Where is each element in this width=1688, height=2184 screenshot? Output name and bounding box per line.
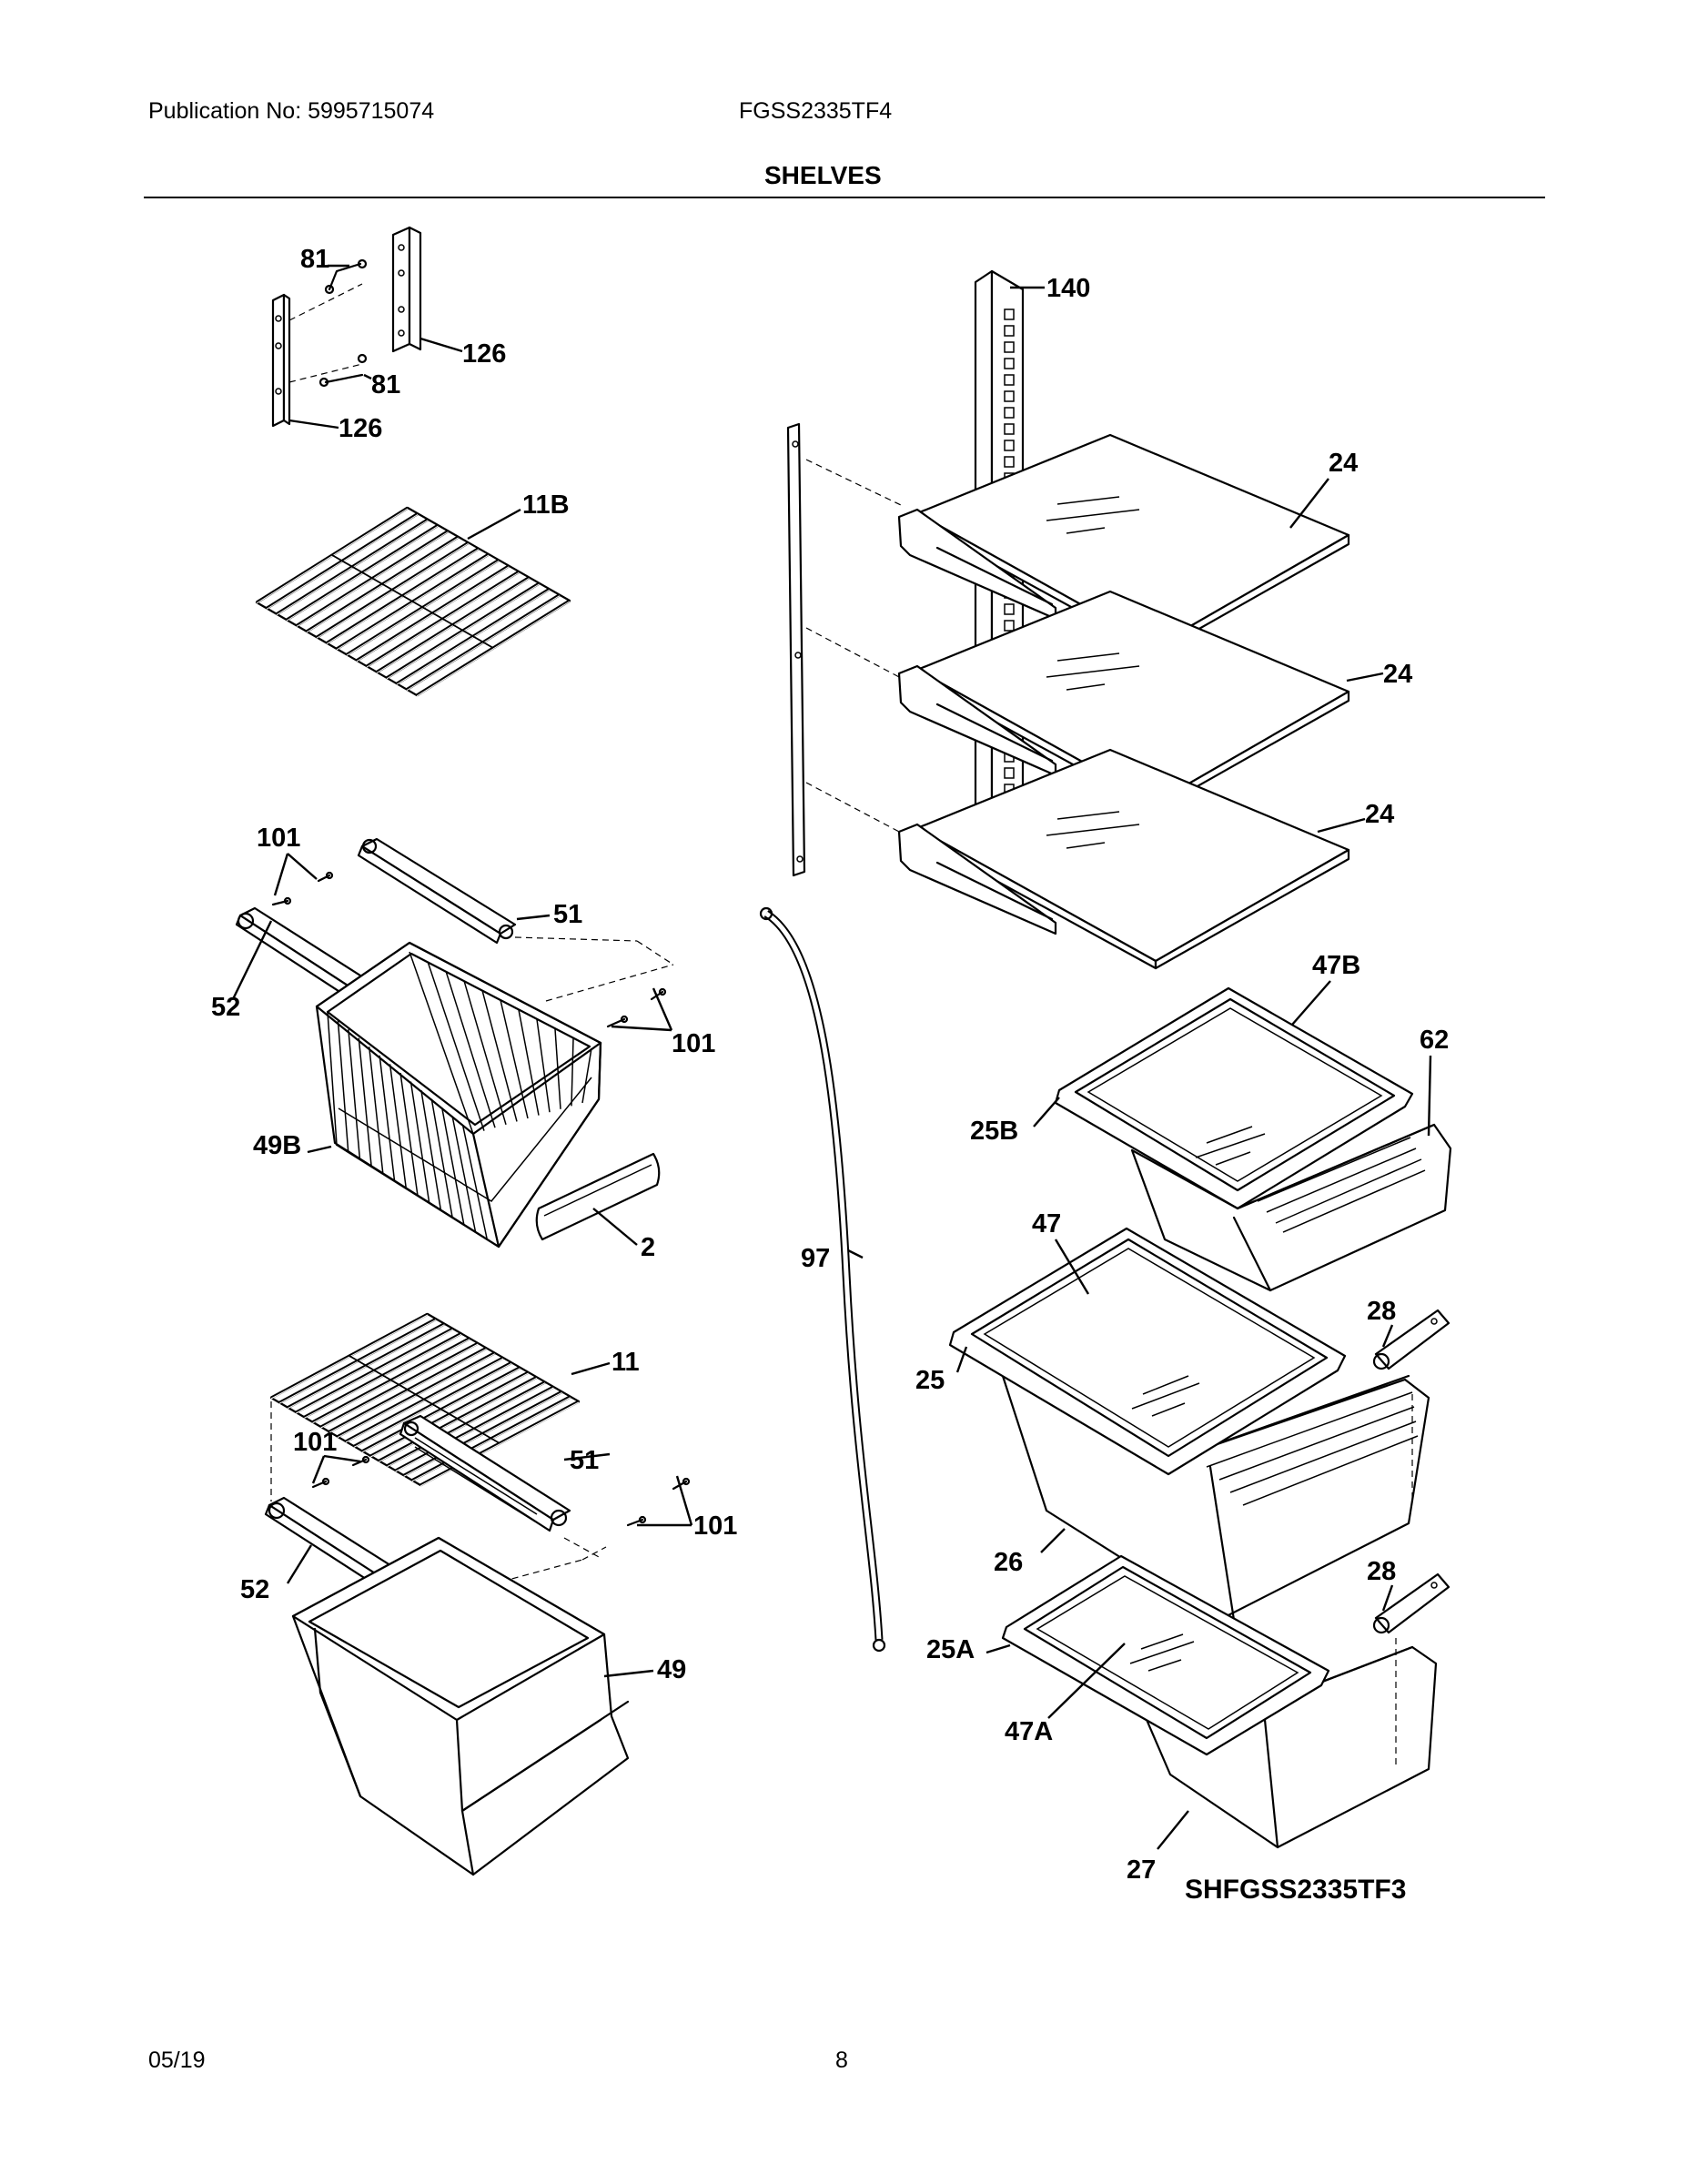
page-title: SHELVES xyxy=(764,161,882,189)
slide-rail-51-upper xyxy=(357,837,517,945)
label-11B: 11B xyxy=(522,490,570,520)
label-24: 24 xyxy=(1383,660,1412,689)
model-number: FGSS2335TF4 xyxy=(739,98,893,124)
cover-frame-25B xyxy=(1054,986,1414,1210)
label-47B: 47B xyxy=(1312,951,1360,980)
page-number: 8 xyxy=(835,2048,848,2073)
label-25: 25 xyxy=(915,1366,945,1395)
diagram-code: SHFGSS2335TF3 xyxy=(1185,1875,1406,1905)
label-11: 11 xyxy=(612,1348,640,1377)
screw-81-lower xyxy=(318,353,368,388)
crisper-drawer-62 xyxy=(1130,1123,1452,1292)
cover-frame-25 xyxy=(948,1227,1347,1476)
screw-81-upper xyxy=(324,258,368,295)
label-101: 101 xyxy=(293,1428,337,1457)
slide-rail-51-lower xyxy=(399,1414,571,1532)
label-140: 140 xyxy=(1046,274,1090,303)
wire-shelf-11 xyxy=(269,1312,581,1487)
screws-101-upper-left xyxy=(271,871,334,906)
label-52: 52 xyxy=(240,1575,269,1604)
label-101: 101 xyxy=(693,1512,737,1541)
label-25B: 25B xyxy=(970,1117,1018,1146)
freezer-bin-49 xyxy=(291,1536,630,1876)
header-rule xyxy=(144,197,1545,198)
label-52: 52 xyxy=(211,993,240,1022)
label-81: 81 xyxy=(300,245,329,274)
label-2: 2 xyxy=(641,1233,655,1262)
label-62: 62 xyxy=(1420,1026,1449,1055)
label-51: 51 xyxy=(553,900,582,929)
glass-shelf-24-bottom xyxy=(897,748,1350,970)
label-24: 24 xyxy=(1365,800,1394,829)
glass-cover-47B xyxy=(1087,1007,1383,1182)
label-47: 47 xyxy=(1032,1209,1061,1239)
label-27: 27 xyxy=(1127,1855,1156,1885)
label-26: 26 xyxy=(994,1548,1023,1577)
glass-shelf-24-middle xyxy=(897,590,1350,812)
glass-cover-47A xyxy=(1036,1575,1299,1730)
glass-shelf-24-top xyxy=(897,433,1350,655)
drawer-slide-28-upper xyxy=(1372,1309,1450,1370)
label-101: 101 xyxy=(257,824,300,853)
bracket-126-upper xyxy=(391,226,422,353)
leader-lines xyxy=(231,264,1432,1850)
label-126: 126 xyxy=(462,339,506,369)
label-49B: 49B xyxy=(253,1131,301,1160)
wire-shelf-11B xyxy=(255,506,571,697)
label-24: 24 xyxy=(1329,449,1358,478)
basket-trim-2 xyxy=(535,1152,661,1241)
label-28: 28 xyxy=(1367,1297,1396,1326)
footer-date: 05/19 xyxy=(148,2048,206,2073)
wire-basket-49B xyxy=(315,941,602,1249)
label-51: 51 xyxy=(570,1446,599,1475)
label-101: 101 xyxy=(672,1029,715,1058)
tube-97 xyxy=(759,906,886,1653)
slide-rail-52-upper xyxy=(235,906,383,1008)
front-rail xyxy=(786,422,806,877)
label-28: 28 xyxy=(1367,1557,1396,1586)
label-25A: 25A xyxy=(926,1635,975,1664)
label-47A: 47A xyxy=(1005,1717,1053,1746)
glass-cover-47 xyxy=(983,1248,1316,1448)
drawer-slide-28-lower xyxy=(1372,1572,1450,1634)
label-49: 49 xyxy=(657,1655,686,1684)
bracket-126-lower xyxy=(271,293,291,428)
part-labels: 81 126 81 126 11B 140 24 24 24 101 51 52… xyxy=(211,245,1449,1905)
label-97: 97 xyxy=(801,1244,830,1273)
label-126: 126 xyxy=(339,414,382,443)
label-81: 81 xyxy=(371,370,400,399)
publication-number: Publication No: 5995715074 xyxy=(148,98,435,124)
